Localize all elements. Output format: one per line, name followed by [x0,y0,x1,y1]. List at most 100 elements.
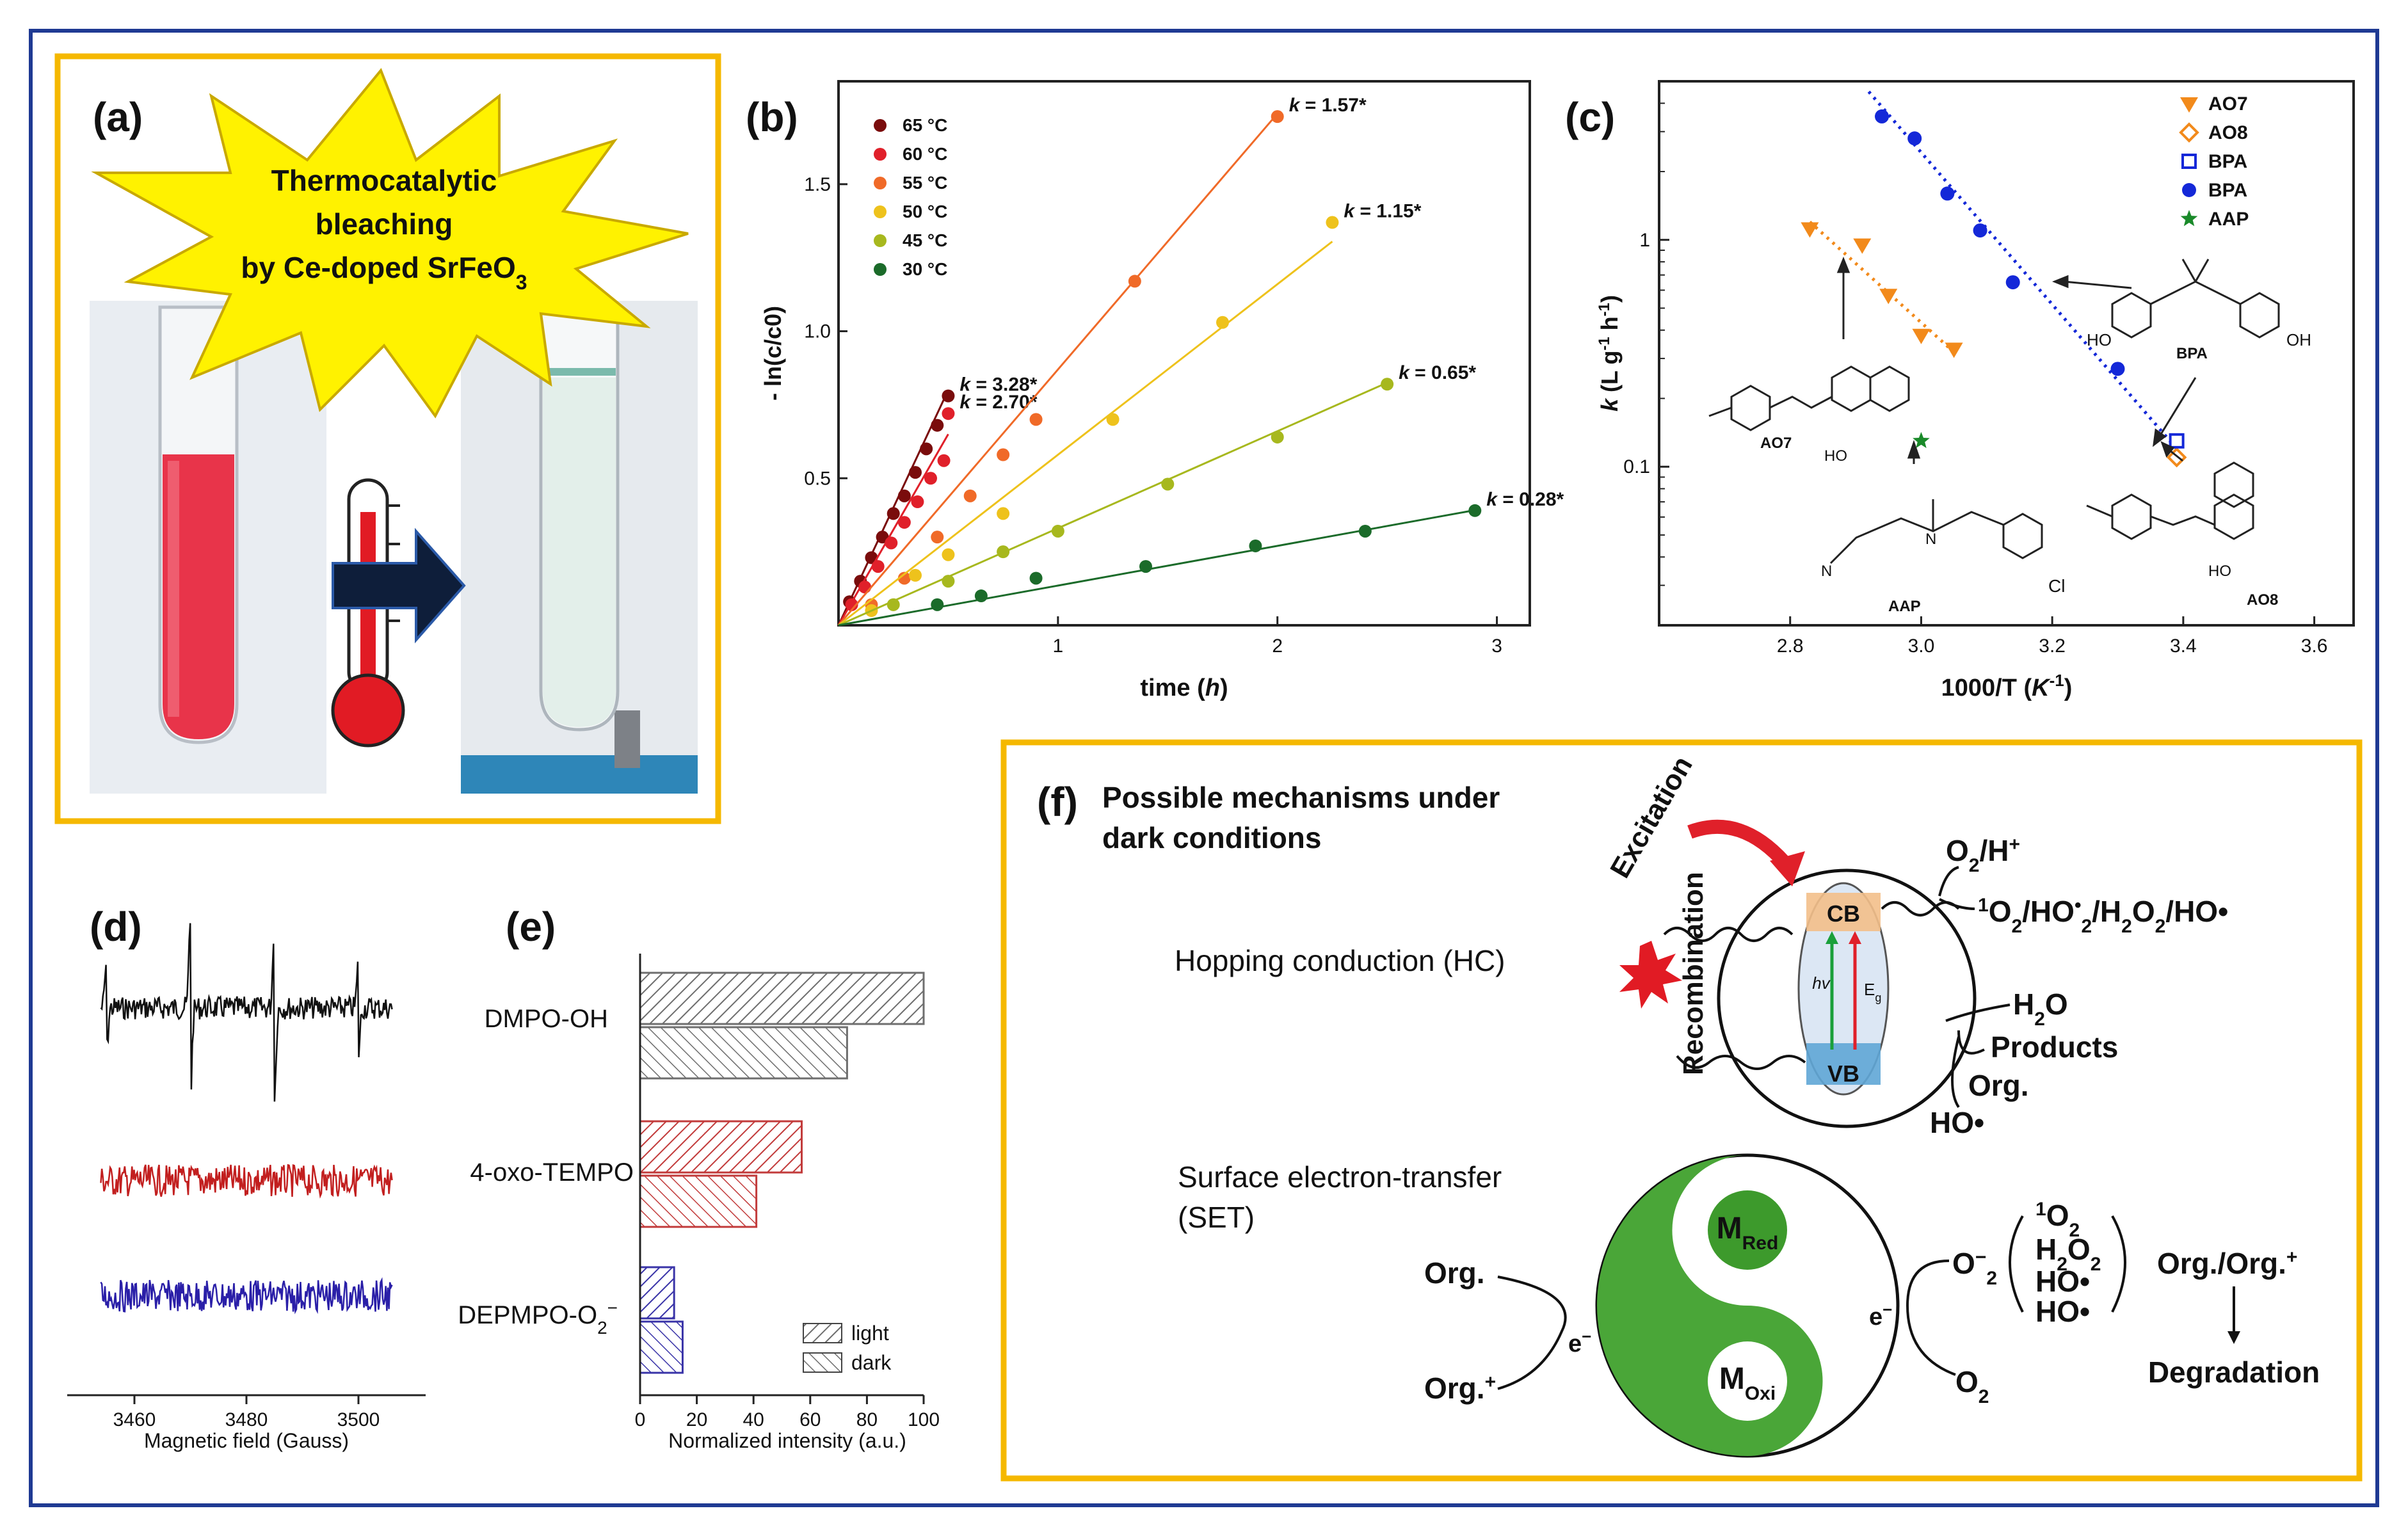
data-point [942,389,955,403]
starburst-icon [1619,941,1682,1009]
o2-cycle-arrow [1906,1260,1956,1376]
panel-c-ylabel: k (L g-1 h-1) [1596,295,1623,412]
data-point [1161,477,1175,491]
data-point [1106,413,1120,426]
x-tick-label: 2.8 [1777,636,1804,657]
data-point [1271,110,1284,124]
marker-triangle [1853,238,1872,254]
ao7-ho: HO [1824,447,1847,465]
data-point [871,560,885,573]
k-label: k = 0.28* [1486,489,1564,510]
ao8-structure: HO AO8 [2086,461,2278,609]
legend-label: 30 °C [903,259,947,279]
panel-d-label: (d) [90,904,142,950]
eg-label: Eg [1864,980,1881,1004]
hodot-arrow [1951,1036,1960,1108]
data-point [911,495,924,509]
data-point [887,507,900,520]
marker-triangle [1879,289,1898,305]
panel-e-xlabel: Normalized intensity (a.u.) [668,1429,906,1452]
marker-circle [2110,362,2125,376]
category-depmpo-o2: DEPMPO-O2− [458,1298,618,1338]
ros-bracket-left [2009,1215,2024,1313]
spectrum-trace [100,923,393,1102]
figure-frame [29,29,2379,1507]
excitation-arrow [1687,819,1792,869]
legend-label: 45 °C [903,230,947,250]
degradation-label: Degradation [2148,1356,2320,1389]
hv-label: hv [1812,973,1831,993]
legend-label: BPA [2208,180,2247,201]
marker-triangle [1912,328,1930,344]
legend-marker [874,119,887,132]
legend-marker [874,148,887,161]
aap-n1: N [1925,531,1936,548]
data-point [1381,378,1394,391]
x-tick-label: 2 [1272,636,1283,657]
aap-n2: N [1821,563,1832,580]
spectrum-trace [100,1164,393,1199]
k-label: k = 2.70* [959,392,1037,413]
hc-label: Hopping conduction (HC) [1175,944,1505,977]
spectrum-trace [100,1277,393,1315]
products-label: Products [1991,1030,2118,1064]
data-point [997,507,1010,520]
burst-line3: by Ce-doped SrFeO3 [241,251,527,294]
data-point [897,572,911,585]
legend-dark-swatch [803,1352,842,1373]
y-tick-label: 0.1 [1623,456,1650,477]
org-label: Org. [1968,1069,2029,1102]
data-point [887,598,900,611]
data-point [942,407,955,420]
m-red-label: MRed [1717,1212,1779,1254]
excitation-arrowhead-icon [1770,851,1805,886]
marker-circle [2005,275,2020,290]
data-point [1271,430,1284,444]
x-tick-label: 20 [686,1409,707,1430]
green-arrowhead-icon [1826,931,1838,944]
legend-label: 50 °C [903,202,947,221]
x-tick-label: 3.2 [2039,636,2066,657]
x-tick-label: 3480 [225,1409,268,1430]
aap-name: AAP [1888,598,1921,615]
data-point [997,448,1010,461]
hopping-path-upper [1663,927,1794,942]
panel-c-pointer-arrows [1836,256,2197,464]
legend-light-label: light [851,1322,889,1345]
o2-arrow [1938,866,1959,897]
set-label-line2: (SET) [1178,1201,1255,1234]
x-tick-label: 60 [799,1409,821,1430]
panel-f-title-line1: Possible mechanisms under [1102,781,1500,814]
panel-b-xlabel: time (h) [1140,675,1228,701]
marker-triangle [2180,97,2198,113]
marker-triangle [1945,342,1963,358]
bar-dark [639,1174,758,1228]
category-dmpo-oh: DMPO-OH [485,1005,608,1033]
recombination-label: Recombination [1678,872,1709,1075]
right-arrow-icon [332,527,466,644]
data-point [1468,504,1482,517]
legend-marker [874,263,887,276]
set-label-line1: Surface electron-transfer [1178,1160,1502,1194]
bar-dark [639,1320,684,1374]
panel-e-label: (e) [506,904,556,950]
panel-f-label: (f) [1037,779,1078,825]
org-in-label: Org. [1424,1256,1485,1290]
legend-light-swatch [803,1323,842,1343]
data-point [1249,539,1262,552]
fit-line [837,433,949,626]
ao7-fit-line [1808,220,1955,354]
band-ellipse [1797,882,1890,1096]
data-point [909,568,922,582]
marker-circle [1973,223,1987,238]
bpa-name: BPA [2176,345,2208,362]
k-label: k = 1.15* [1344,201,1421,222]
ros-arrow [1939,898,1975,910]
m-oxi-circle [1708,1341,1787,1421]
y-tick-label: 0.5 [804,468,831,489]
